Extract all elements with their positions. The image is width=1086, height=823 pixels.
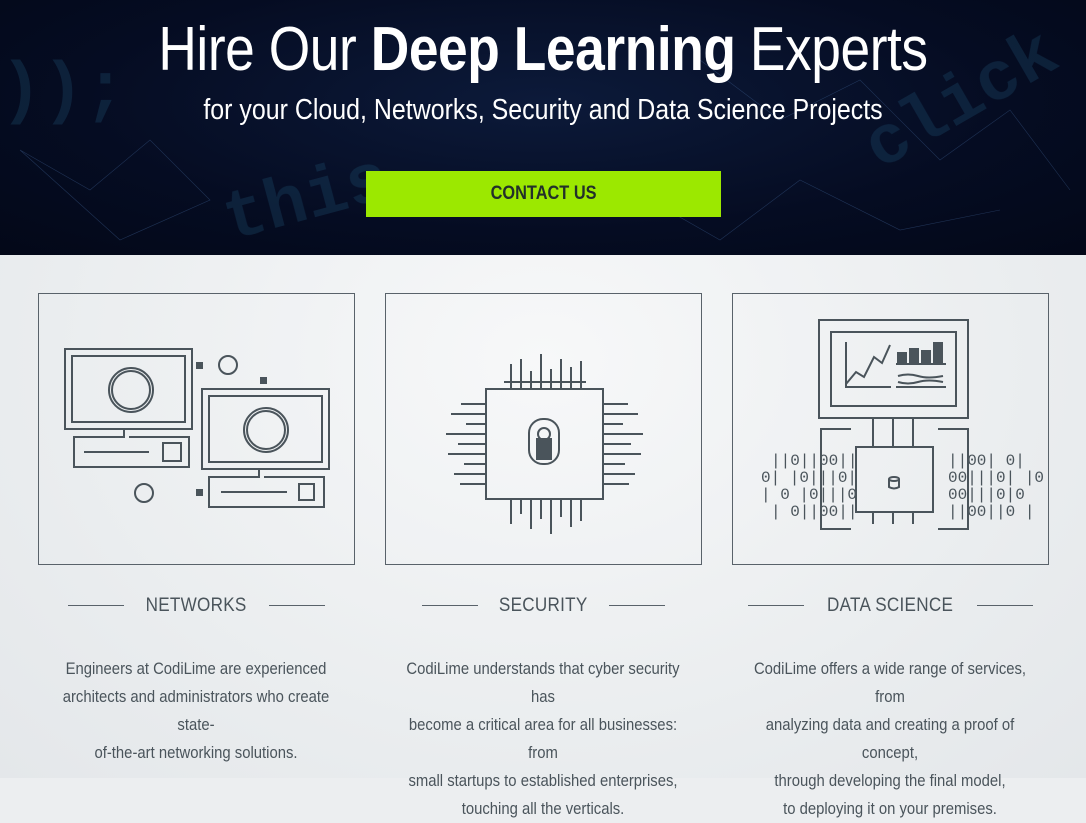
svg-text:));: )); [0, 53, 126, 132]
data-science-illustration-icon: ||0||00|| 0| |0|||0| | 0 |0|||0 | 0||00|… [761, 319, 1044, 530]
networks-illustration-icon [64, 348, 330, 508]
title-pre: Hire Our [158, 15, 371, 84]
description-line: touching all the verticals. [461, 800, 625, 818]
svg-text:||00||0 |: ||00||0 | [948, 503, 1034, 521]
networks-heading-text: NETWORKS [146, 595, 247, 616]
svg-text:||00| 0|: ||00| 0| [948, 452, 1025, 470]
data-science-description: CodiLime offers a wide range of services… [742, 655, 1039, 823]
data-science-heading: DATA SCIENCE [732, 595, 1049, 617]
description-line: CodiLime offers a wide range of services… [753, 660, 1027, 706]
description-line: architects and administrators who create… [62, 688, 330, 734]
contact-us-button[interactable]: CONTACT US [366, 171, 721, 217]
svg-text:||0||00||: ||0||00|| [771, 452, 857, 470]
description-line: Engineers at CodiLime are experienced [65, 660, 327, 678]
security-heading-text: SECURITY [499, 595, 588, 616]
description-line: analyzing data and creating a proof of c… [765, 716, 1015, 762]
security-chip-icon [446, 354, 643, 534]
svg-text:0| |0|||0|: 0| |0|||0| [761, 469, 857, 487]
security-description: CodiLime understands that cyber security… [395, 655, 692, 823]
security-heading: SECURITY [385, 595, 702, 617]
networks-description: Engineers at CodiLime are experienced ar… [48, 655, 345, 767]
security-card [385, 293, 702, 565]
svg-text:00|||0| |0: 00|||0| |0 [948, 469, 1044, 487]
svg-text:| 0||00||: | 0||00|| [771, 503, 857, 521]
description-line: of-the-art networking solutions. [94, 744, 298, 762]
description-line: to deploying it on your premises. [783, 800, 997, 818]
networks-heading: NETWORKS [38, 595, 355, 617]
networks-card [38, 293, 355, 565]
data-science-card: ||0||00|| 0| |0|||0| | 0 |0|||0 | 0||00|… [732, 293, 1049, 565]
description-line: become a critical area for all businesse… [408, 716, 678, 762]
description-line: through developing the final model, [774, 772, 1006, 790]
description-line: small startups to established enterprise… [408, 772, 678, 790]
hero-banner: this. click )); Hire Our Deep Learning E… [0, 0, 1086, 255]
description-line: CodiLime understands that cyber security… [406, 660, 680, 706]
svg-text:00|||0|0: 00|||0|0 [948, 486, 1025, 504]
title-bold: Deep Learning [370, 15, 736, 84]
title-post: Experts [735, 15, 928, 84]
data-science-heading-text: DATA SCIENCE [827, 595, 954, 616]
services-section: ||0||00|| 0| |0|||0| | 0 |0|||0 | 0||00|… [0, 255, 1086, 818]
hero-subtitle: for your Cloud, Networks, Security and D… [203, 94, 883, 126]
contact-us-label: CONTACT US [490, 183, 597, 204]
hero-title: Hire Our Deep Learning Experts [76, 14, 1010, 86]
svg-text:| 0 |0|||0: | 0 |0|||0 [761, 486, 857, 504]
